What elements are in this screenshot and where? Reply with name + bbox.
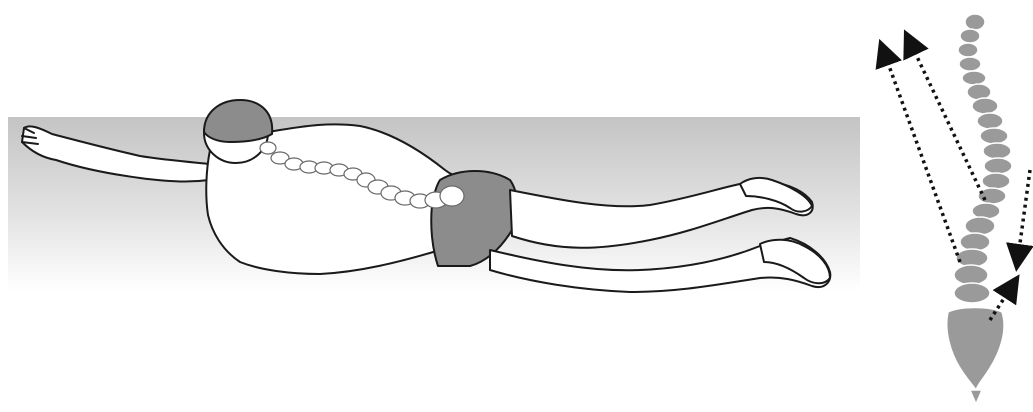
spinal-column xyxy=(947,14,1012,404)
arrow-down-right xyxy=(1018,170,1030,258)
arrow-up-left-outer xyxy=(884,52,960,262)
swimmer-cap xyxy=(204,100,272,142)
sacrum xyxy=(947,308,1004,391)
coccyx xyxy=(970,390,982,404)
